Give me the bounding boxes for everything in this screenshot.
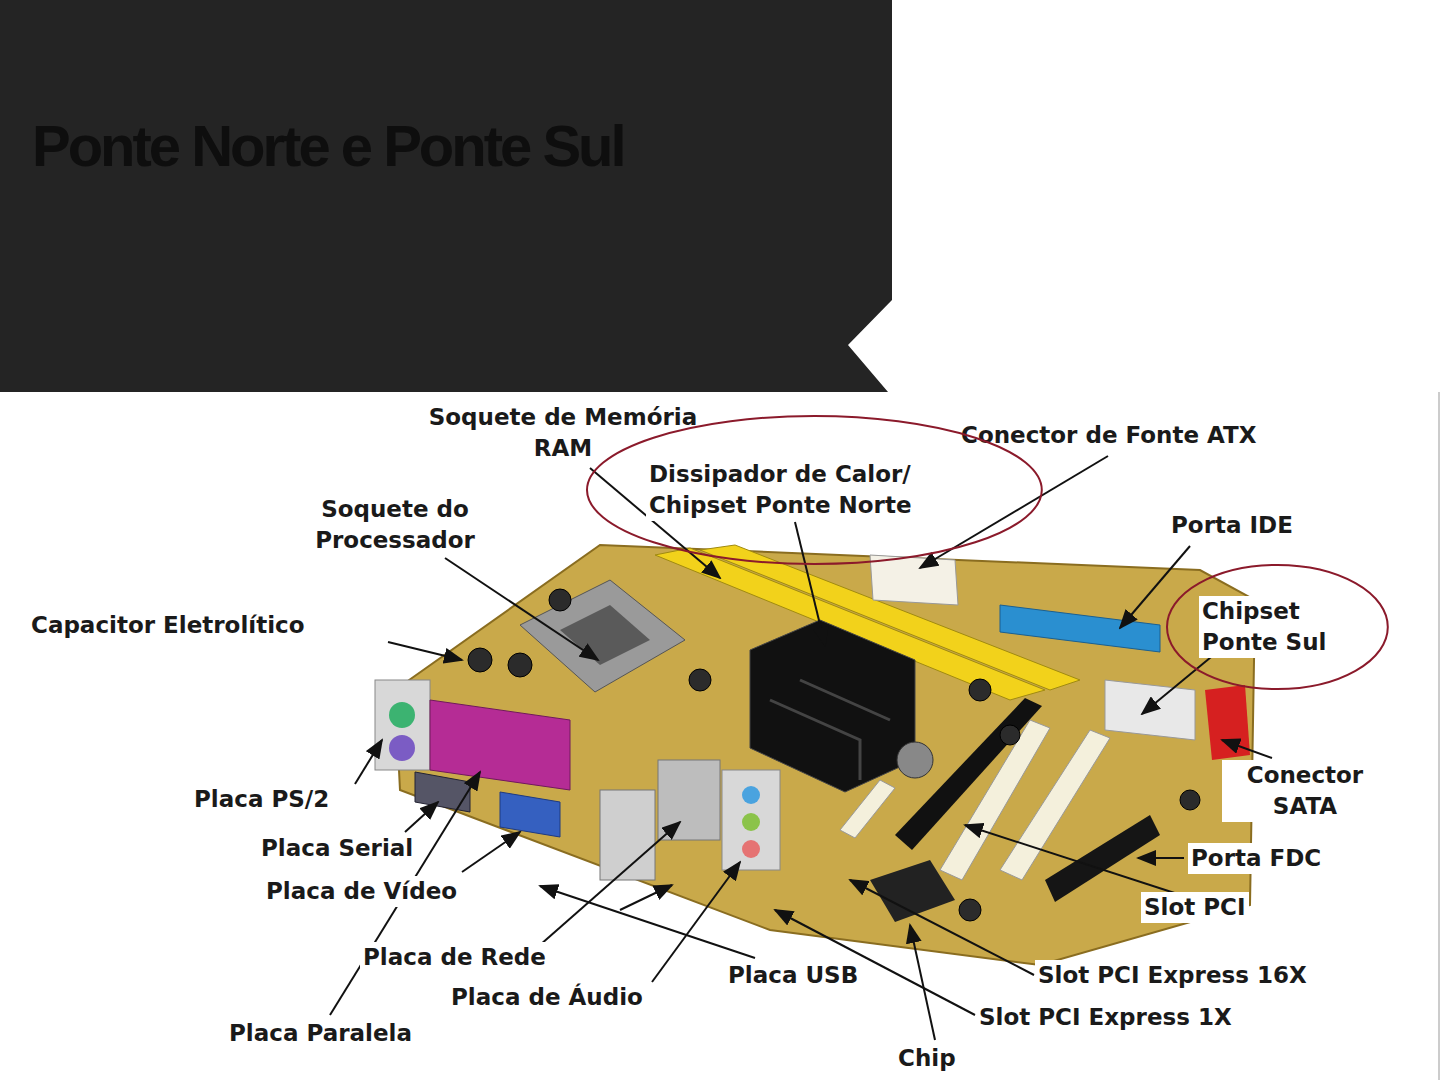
pcie1-slot xyxy=(840,780,895,838)
picture-part xyxy=(540,886,755,958)
southbridge-chip xyxy=(1105,680,1195,740)
part-label: Placa USB xyxy=(725,960,861,991)
photo-edge xyxy=(1438,392,1440,1080)
audio-block xyxy=(722,770,780,870)
sata-connector xyxy=(1205,685,1250,760)
ide-port xyxy=(1000,605,1160,652)
picture-part xyxy=(468,648,492,672)
board xyxy=(395,545,1255,965)
part-label: Placa de Áudio xyxy=(448,982,646,1013)
ps2-block xyxy=(375,680,430,770)
serial-port xyxy=(415,772,470,812)
part-label: Conector SATA xyxy=(1222,760,1388,822)
part-label: Porta IDE xyxy=(1168,510,1296,541)
part-label: Chip xyxy=(895,1043,959,1074)
audio-jack xyxy=(742,813,760,831)
part-label: Capacitor Eletrolítico xyxy=(28,610,307,641)
callout-text: Chipset Ponte Sul xyxy=(1199,596,1355,658)
audio-jack xyxy=(742,840,760,858)
heatsink-fins xyxy=(800,680,890,720)
picture-part xyxy=(445,558,598,660)
part-label: Slot PCI xyxy=(1141,892,1249,923)
part-label: Placa Paralela xyxy=(226,1018,415,1049)
pcie16-slot xyxy=(895,698,1042,850)
part-label: Placa de Rede xyxy=(360,942,549,973)
rj45-port xyxy=(658,760,720,840)
callout-text: Dissipador de Calor/ Chipset Ponte Norte xyxy=(646,459,982,521)
part-label: Soquete do Processador xyxy=(282,494,508,556)
picture-part xyxy=(508,653,532,677)
vga-port xyxy=(500,792,560,837)
picture-part xyxy=(965,825,1190,898)
picture-part xyxy=(1222,740,1272,758)
picture-part xyxy=(1000,725,1020,745)
circled-callout: Chipset Ponte Sul xyxy=(1166,564,1389,690)
capacitors xyxy=(468,589,1200,921)
slide-title: Ponte Norte e Ponte Sul xyxy=(32,112,624,179)
usb-port xyxy=(600,790,655,880)
ps2-port xyxy=(389,702,415,728)
heatsink-fins xyxy=(770,700,860,780)
part-label: Slot PCI Express 1X xyxy=(976,1002,1235,1033)
part-label: Placa Serial xyxy=(258,833,416,864)
picture-part xyxy=(910,925,935,1040)
cpu-socket-core xyxy=(560,605,650,665)
picture-part xyxy=(549,589,571,611)
picture-part xyxy=(1180,790,1200,810)
part-label: Porta FDC xyxy=(1188,843,1324,874)
title-panel xyxy=(0,0,892,392)
part-label: Placa PS/2 xyxy=(191,784,332,815)
cpu-socket xyxy=(520,580,685,692)
circled-callout: Dissipador de Calor/ Chipset Ponte Norte xyxy=(586,415,1043,565)
picture-part xyxy=(850,880,1034,975)
atx-connector xyxy=(870,555,958,605)
picture-part xyxy=(388,642,462,660)
audio-jack xyxy=(742,786,760,804)
picture-part xyxy=(405,802,438,832)
battery xyxy=(897,742,933,778)
picture-part xyxy=(969,679,991,701)
ellipse-border xyxy=(1167,565,1388,689)
picture-part xyxy=(462,832,520,872)
part-label: Placa de Vídeo xyxy=(263,876,460,907)
picture-part xyxy=(1138,857,1184,859)
ps2-port xyxy=(389,735,415,761)
picture-part xyxy=(620,885,672,910)
picture-part xyxy=(795,522,825,645)
picture-part xyxy=(1120,546,1190,628)
picture-part xyxy=(355,740,382,784)
parallel-port xyxy=(430,700,570,790)
part-label: Slot PCI Express 16X xyxy=(1035,960,1310,991)
part-label: Conector de Fonte ATX xyxy=(958,420,1260,451)
picture-part xyxy=(959,899,981,921)
heatsink xyxy=(750,620,915,792)
ellipse-border xyxy=(587,416,1042,564)
picture-part xyxy=(689,669,711,691)
